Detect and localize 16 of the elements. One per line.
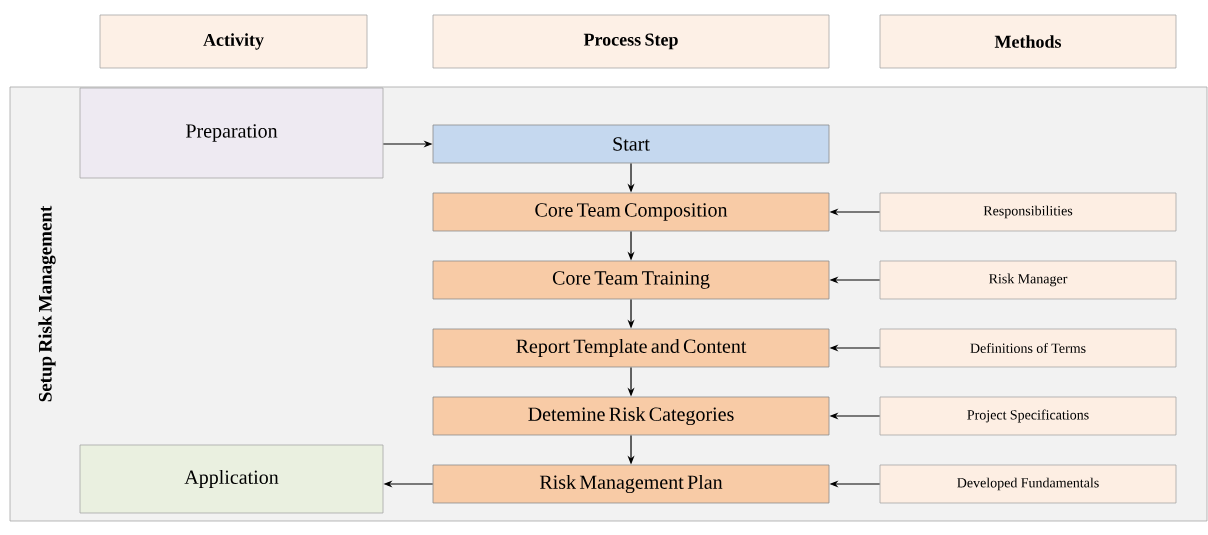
header-box: Process Step [432,14,830,69]
method-box: Risk Manager [879,260,1177,300]
method-box: Definitions of Terms [879,328,1177,368]
process-box: Core Team Composition [432,192,830,232]
activity-box: Preparation [79,87,384,179]
header-box: Activity [99,14,368,69]
method-box: Developed Fundamentals [879,464,1177,504]
start-box: Start [432,124,830,164]
process-box: Core Team Training [432,260,830,300]
process-box: Report Template and Content [432,328,830,368]
method-box: Responsibilities [879,192,1177,232]
process-box: Risk Management Plan [432,464,830,504]
header-box: Methods [879,14,1177,69]
method-box: Project Specifications [879,396,1177,436]
activity-box: Application [79,444,384,514]
process-box: Detemine Risk Categories [432,396,830,436]
